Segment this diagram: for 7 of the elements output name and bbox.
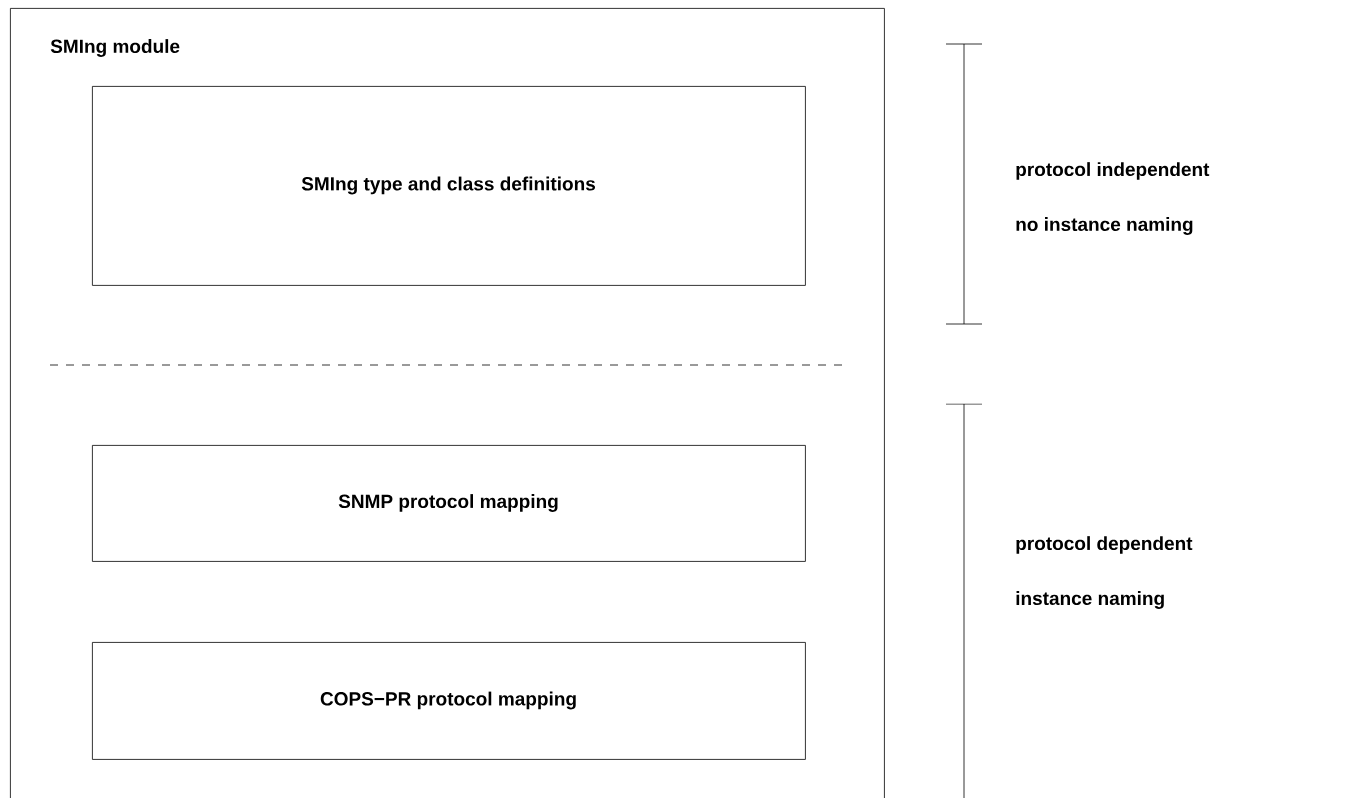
side-label: instance naming — [1016, 591, 1164, 609]
definition-box: SMIng type and class definitions — [92, 86, 806, 286]
side-label: protocol independent — [1016, 162, 1210, 180]
side-label: protocol dependent — [1016, 536, 1193, 554]
definition-box: COPS−PR protocol mapping — [92, 642, 806, 760]
side-label: no instance naming — [1016, 217, 1193, 235]
definition-box: SNMP protocol mapping — [92, 445, 806, 562]
